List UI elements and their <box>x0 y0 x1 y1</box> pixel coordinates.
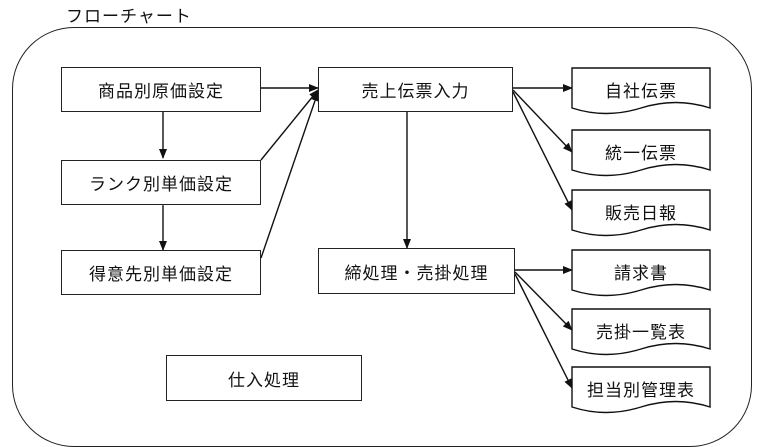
arrow-b4-to-d3 <box>512 91 573 211</box>
arrow-b3-to-b4 <box>260 91 319 259</box>
arrow-b4-to-d2 <box>512 89 573 153</box>
box-purchase-processing: 仕入処理 <box>166 355 362 401</box>
box-rank-price-setting: ランク別単価設定 <box>61 160 261 205</box>
doc-company-slip: 自社伝票 <box>571 67 711 115</box>
box-customer-price-setting: 得意先別単価設定 <box>61 250 261 295</box>
doc-staff-management-table-label: 担当別管理表 <box>587 380 695 401</box>
doc-staff-management-table: 担当別管理表 <box>571 366 711 414</box>
doc-daily-sales-report: 販売日報 <box>571 189 711 237</box>
doc-unified-slip-label: 統一伝票 <box>605 143 677 164</box>
flowchart-title: フローチャート <box>66 7 192 27</box>
doc-receivables-list-label: 売掛一覧表 <box>596 322 686 343</box>
arrow-b2-to-b4 <box>260 89 319 161</box>
box-sales-slip-input: 売上伝票入力 <box>318 67 513 112</box>
doc-unified-slip: 統一伝票 <box>571 129 711 177</box>
doc-invoice: 請求書 <box>571 249 711 297</box>
connectors <box>159 84 573 389</box>
doc-daily-sales-report-label: 販売日報 <box>605 203 677 224</box>
box-product-cost-setting: 商品別原価設定 <box>61 67 261 112</box>
doc-company-slip-label: 自社伝票 <box>605 81 677 102</box>
doc-invoice-label: 請求書 <box>614 263 668 284</box>
doc-receivables-list: 売掛一覧表 <box>571 308 711 356</box>
arrow-b5-to-d5 <box>514 271 573 331</box>
arrow-b5-to-d6 <box>514 273 573 389</box>
box-closing-receivables: 締処理・売掛処理 <box>318 248 515 294</box>
